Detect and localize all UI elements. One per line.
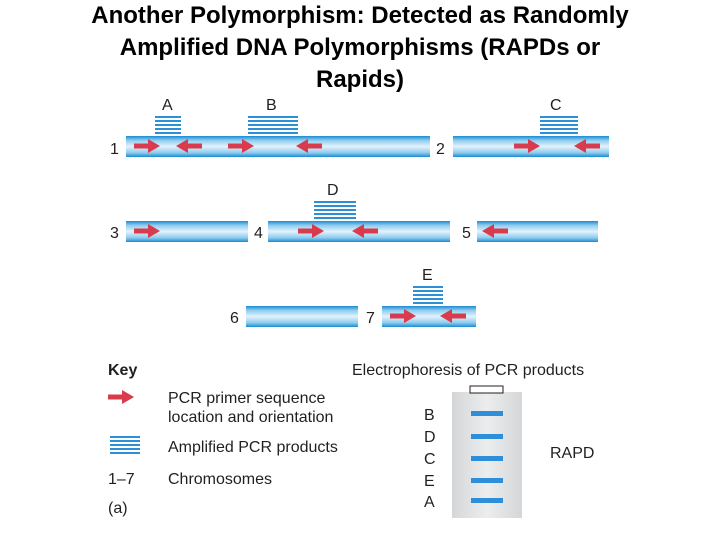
product-label-d: D <box>327 182 339 199</box>
gel-band-label: B <box>424 407 435 424</box>
chromosome-1 <box>126 136 430 157</box>
gel-band-label: C <box>424 451 436 468</box>
product-label-c: C <box>550 97 562 114</box>
amplified-product-d <box>314 201 356 219</box>
key-primer-arrow-icon <box>108 390 134 404</box>
key-range-label: 1–7 <box>108 471 135 488</box>
gel-lane-label: RAPD <box>550 445 594 462</box>
key-heading: Key <box>108 362 137 379</box>
title-line-2: Amplified DNA Polymorphisms (RAPDs or <box>119 34 601 61</box>
key-amplified-label: Amplified PCR products <box>168 439 338 456</box>
chromosome-label-5: 5 <box>462 225 471 242</box>
chromosome-5 <box>477 221 598 242</box>
gel-band-b <box>471 411 503 416</box>
gel-band-d <box>471 434 503 439</box>
panel-label: (a) <box>108 500 128 517</box>
title-line-3: Rapids) <box>315 66 404 93</box>
product-label-a: A <box>162 97 173 114</box>
chromosome-label-3: 3 <box>110 225 119 242</box>
gel-band-label: D <box>424 429 436 446</box>
gel-band-a <box>471 498 503 503</box>
key-primer-label-line-2: location and orientation <box>168 409 333 426</box>
chromosome-label-6: 6 <box>230 310 239 327</box>
gel-band-c <box>471 456 503 461</box>
gel-heading: Electrophoresis of PCR products <box>352 362 584 379</box>
chromosome-6 <box>246 306 358 327</box>
amplified-product-b <box>248 116 298 134</box>
amplified-product-e <box>413 286 443 304</box>
key-primer-label-line-1: PCR primer sequence <box>168 390 326 407</box>
chromosome-label-4: 4 <box>254 225 263 242</box>
amplified-product-c <box>540 116 578 134</box>
product-label-e: E <box>422 267 433 284</box>
chromosome-label-2: 2 <box>436 141 445 158</box>
chromosome-label-1: 1 <box>110 141 119 158</box>
chromosome-label-7: 7 <box>366 310 375 327</box>
gel-well <box>469 385 504 394</box>
gel-band-label: E <box>424 473 435 490</box>
title-line-1: Another Polymorphism: Detected as Random… <box>91 2 629 29</box>
amplified-product-a <box>155 116 181 134</box>
chromosome-3 <box>126 221 248 242</box>
product-label-b: B <box>266 97 277 114</box>
gel-band-label: A <box>424 494 435 511</box>
gel-band-e <box>471 478 503 483</box>
slide-title: Another Polymorphism: Detected as Random… <box>0 0 720 96</box>
key-chromosomes-label: Chromosomes <box>168 471 272 488</box>
key-amplified-icon <box>110 436 140 454</box>
